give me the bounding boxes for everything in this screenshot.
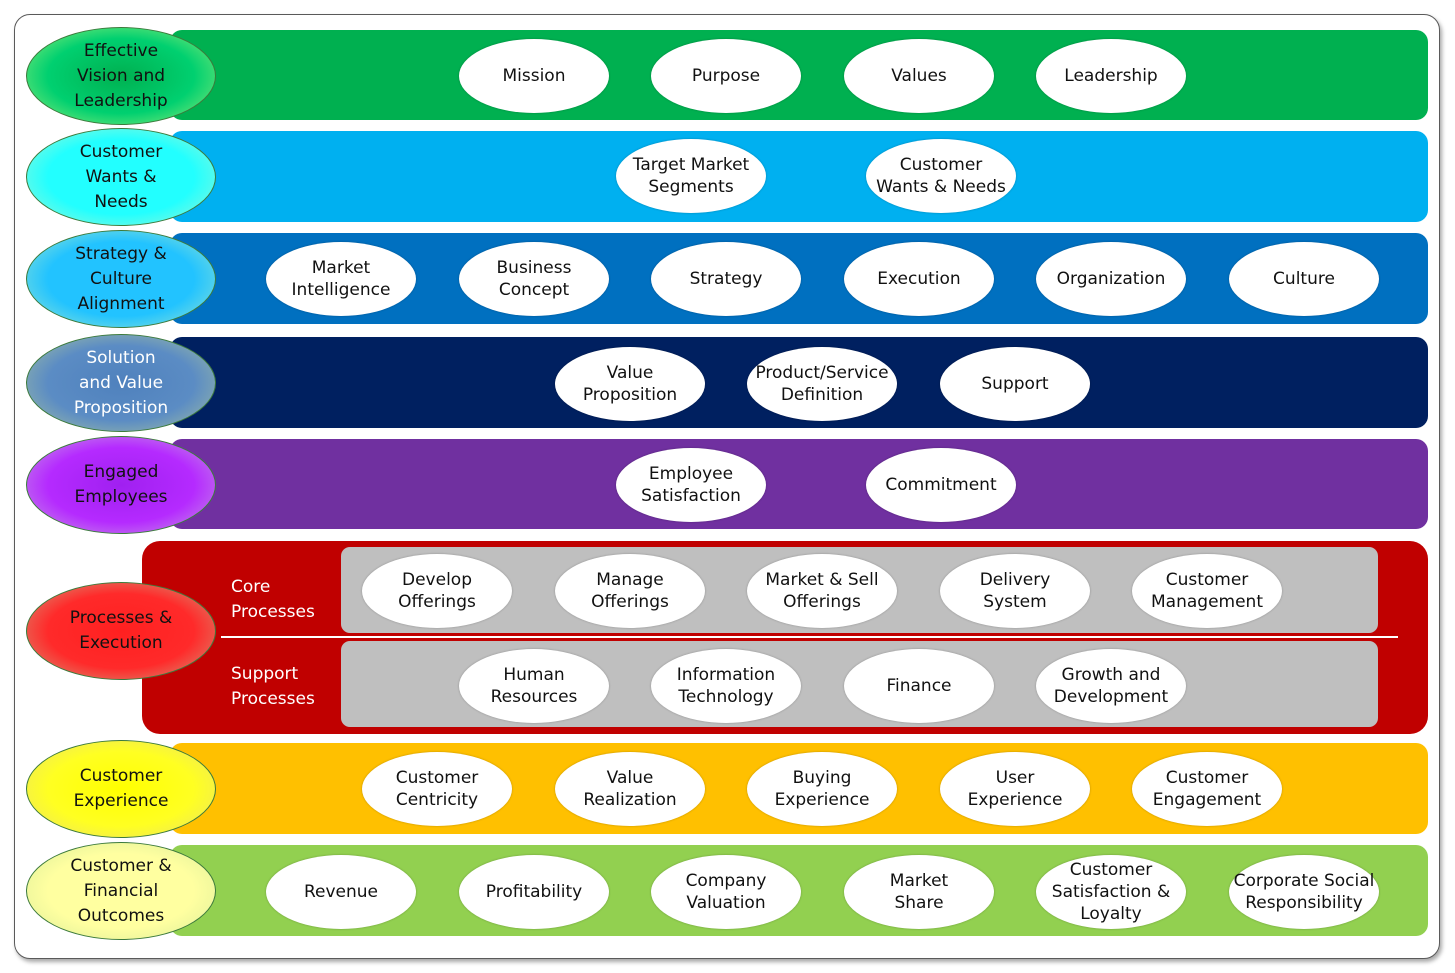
- oval-target-market-segments: Target Market Segments: [616, 139, 766, 213]
- oval-purpose: Purpose: [651, 39, 801, 113]
- process-divider: [221, 636, 1398, 638]
- oval-profitability: Profitability: [459, 855, 609, 929]
- oval-value-proposition: Value Proposition: [555, 347, 705, 421]
- band-customer-wants-needs: [170, 131, 1428, 222]
- oval-human-resources: Human Resources: [459, 649, 609, 723]
- oval-market-intelligence: Market Intelligence: [266, 242, 416, 316]
- row-label-vision-leadership: Effective Vision and Leadership: [26, 27, 216, 125]
- core-processes-label: Core Processes: [231, 577, 315, 622]
- oval-support: Support: [940, 347, 1090, 421]
- oval-strategy: Strategy: [651, 242, 801, 316]
- oval-product-service-definition: Product/Service Definition: [747, 347, 897, 421]
- oval-corporate-social-responsibility: Corporate Social Responsibility: [1229, 855, 1379, 929]
- row-label-customer-experience: Customer Experience: [26, 740, 216, 838]
- oval-customer-centricity: Customer Centricity: [362, 752, 512, 826]
- row-label-customer-wants-needs: Customer Wants & Needs: [26, 128, 216, 226]
- oval-organization: Organization: [1036, 242, 1186, 316]
- oval-business-concept: Business Concept: [459, 242, 609, 316]
- oval-customer-engagement: Customer Engagement: [1132, 752, 1282, 826]
- oval-customer-management: Customer Management: [1132, 554, 1282, 628]
- oval-leadership: Leadership: [1036, 39, 1186, 113]
- band-engaged-employees: [170, 439, 1428, 529]
- oval-value-realization: Value Realization: [555, 752, 705, 826]
- row-label-customer-financial-outcomes: Customer & Financial Outcomes: [26, 842, 216, 940]
- oval-market-share: Market Share: [844, 855, 994, 929]
- oval-market-sell-offerings: Market & Sell Offerings: [747, 554, 897, 628]
- row-label-processes-execution: Processes & Execution: [26, 582, 216, 680]
- oval-company-valuation: Company Valuation: [651, 855, 801, 929]
- oval-finance: Finance: [844, 649, 994, 723]
- row-label-strategy-culture: Strategy & Culture Alignment: [26, 230, 216, 328]
- oval-customer-wants-needs: Customer Wants & Needs: [866, 139, 1016, 213]
- oval-information-technology: Information Technology: [651, 649, 801, 723]
- support-processes-label: Support Processes: [231, 664, 315, 709]
- oval-user-experience: User Experience: [940, 752, 1090, 826]
- oval-buying-experience: Buying Experience: [747, 752, 897, 826]
- oval-growth-development: Growth and Development: [1036, 649, 1186, 723]
- row-label-solution-value: Solution and Value Proposition: [26, 334, 216, 432]
- oval-revenue: Revenue: [266, 855, 416, 929]
- oval-manage-offerings: Manage Offerings: [555, 554, 705, 628]
- oval-execution: Execution: [844, 242, 994, 316]
- oval-delivery-system: Delivery System: [940, 554, 1090, 628]
- oval-develop-offerings: Develop Offerings: [362, 554, 512, 628]
- oval-commitment: Commitment: [866, 448, 1016, 522]
- oval-values: Values: [844, 39, 994, 113]
- oval-culture: Culture: [1229, 242, 1379, 316]
- oval-customer-satisfaction-loyalty: Customer Satisfaction & Loyalty: [1036, 855, 1186, 929]
- oval-employee-satisfaction: Employee Satisfaction: [616, 448, 766, 522]
- oval-mission: Mission: [459, 39, 609, 113]
- row-label-engaged-employees: Engaged Employees: [26, 436, 216, 534]
